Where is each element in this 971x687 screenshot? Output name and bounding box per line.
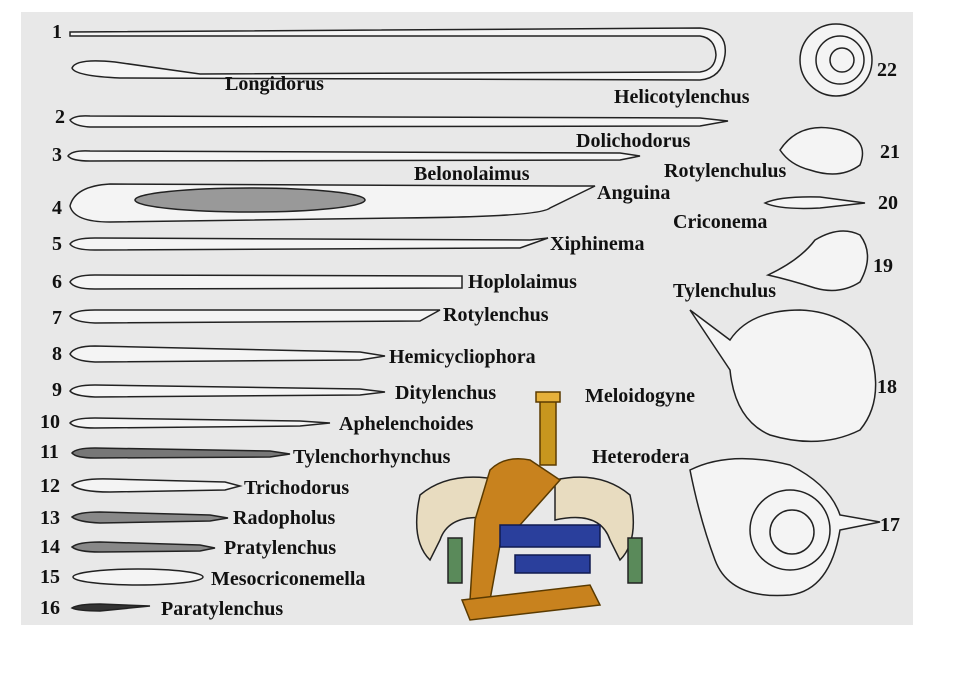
specimen-number: 16 [40,597,60,619]
worm-heterodera [689,457,881,597]
specimen-number: 10 [40,411,60,433]
specimen-number: 3 [52,144,62,166]
specimen-number: 15 [40,566,60,588]
genus-label: Longidorus [225,73,324,95]
genus-label: Belonolaimus [414,163,530,185]
genus-label: Anguina [597,182,671,204]
specimen-number: 22 [877,59,897,81]
genus-label: Trichodorus [244,477,350,499]
genus-label: Mesocriconemella [211,568,366,590]
worm-aphelenchoides [69,417,331,429]
genus-label: Radopholus [233,507,336,529]
gonad [134,187,366,213]
worm-radopholus [70,511,229,524]
worm-belonolaimus [67,150,641,162]
specimen-number: 9 [52,379,62,401]
worm-mesocriconemella [72,568,204,586]
worm-hoplolaimus [69,274,463,290]
microscope-icon [415,391,643,621]
specimen-number: 20 [878,192,898,214]
specimen-number: 6 [52,271,62,293]
worm-rotylenchus [69,309,441,324]
genus-label: Meloidogyne [585,385,695,407]
specimen-number: 5 [52,233,62,255]
genus-label: Xiphinema [550,233,645,255]
worm-hemicycliophora [69,345,386,363]
worm-rotylenchulus [779,126,864,175]
specimen-number: 2 [55,106,65,128]
worm-dolichodorus [69,115,729,128]
worm-ditylenchus [69,384,386,398]
genus-label: Tylenchulus [673,280,776,302]
specimen-number: 17 [880,514,900,536]
genus-label: Hemicycliophora [389,346,536,368]
worm-tylenchulus [765,230,869,292]
worm-criconema [763,196,866,210]
specimen-number: 1 [52,21,62,43]
genus-label: Dolichodorus [576,130,691,152]
genus-label: Hoplolaimus [468,271,577,293]
worm-longidorus [69,27,727,81]
genus-label: Criconema [673,211,768,233]
genus-label: Aphelenchoides [339,413,474,435]
genus-label: Ditylenchus [395,382,497,404]
specimen-number: 18 [877,376,897,398]
specimen-number: 8 [52,343,62,365]
genus-label: Paratylenchus [161,598,284,620]
specimen-number: 19 [873,255,893,277]
worm-paratylenchus [70,603,151,612]
worm-helicotylenchus [799,23,873,97]
genus-label: Pratylenchus [224,537,337,559]
worm-pratylenchus [70,541,216,553]
genus-label: Tylenchorhynchus [293,446,451,468]
worm-xiphinema [69,237,549,251]
specimen-number: 12 [40,475,60,497]
genus-label: Heterodera [592,446,690,468]
worm-meloidogyne [689,309,877,443]
worm-tylenchorhynchus [71,447,291,459]
specimen-number: 21 [880,141,900,163]
worm-trichodorus [70,478,243,493]
genus-label: Rotylenchulus [664,160,787,182]
specimen-number: 4 [52,197,62,219]
specimen-number: 14 [40,536,60,558]
genus-label: Rotylenchus [443,304,549,326]
specimen-number: 13 [40,507,60,529]
genus-label: Helicotylenchus [614,86,750,108]
specimen-number: 7 [52,307,62,329]
specimen-number: 11 [40,441,59,463]
